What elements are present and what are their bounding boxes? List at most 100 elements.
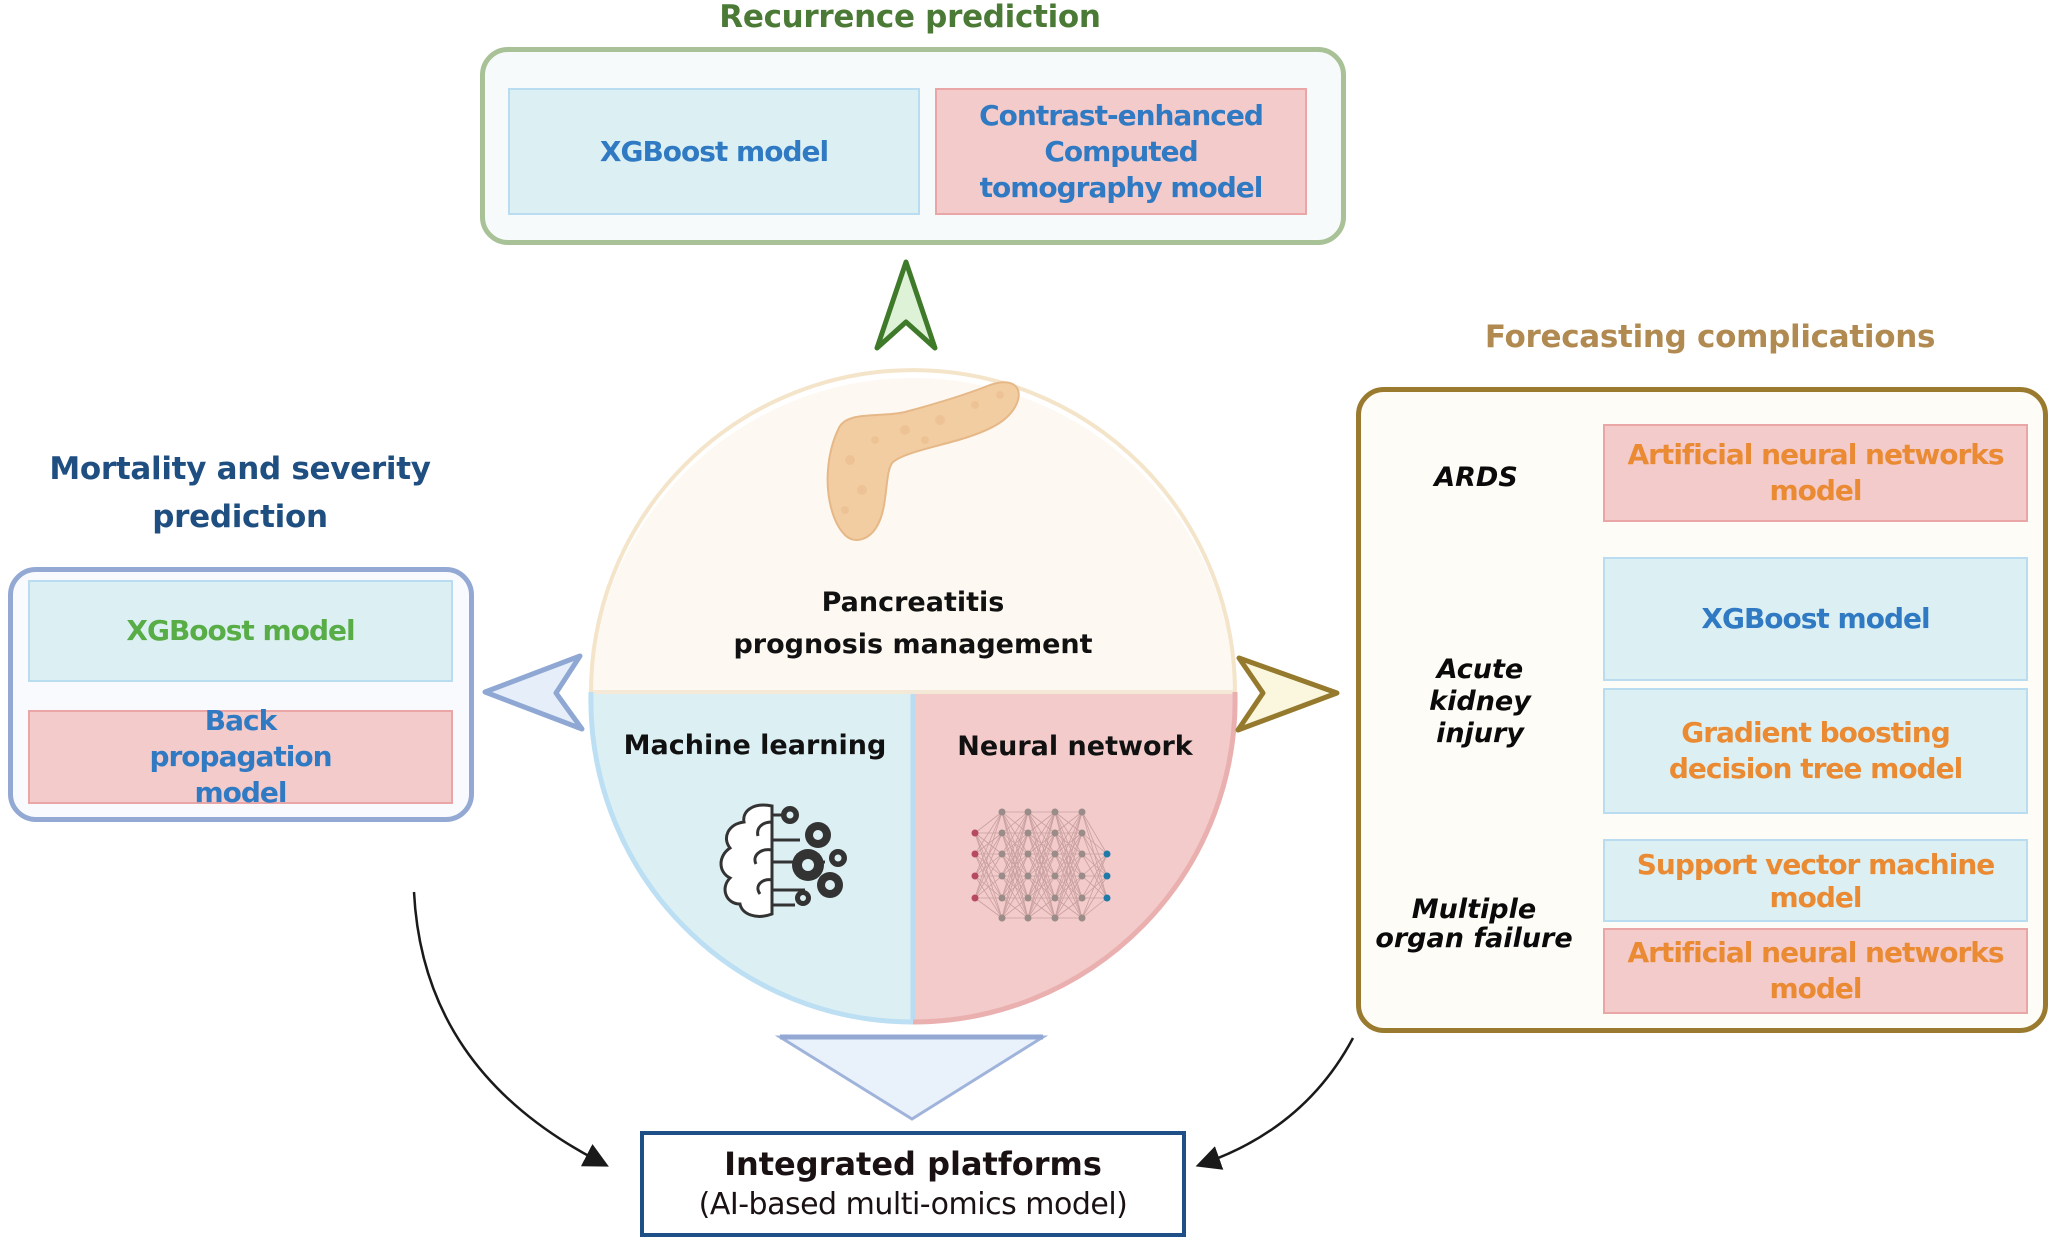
nn-edge xyxy=(1027,875,1056,919)
nn-edge xyxy=(1001,811,1029,899)
condition-acute-kidney-injury: Acute kidney injury xyxy=(1429,654,1531,749)
nn-node xyxy=(1078,914,1086,922)
nn-node xyxy=(998,850,1006,858)
nn-edge xyxy=(1081,811,1108,855)
integrated-title: Integrated platforms xyxy=(724,1145,1102,1183)
nn-edge xyxy=(1081,832,1108,855)
nn-node xyxy=(1103,894,1111,902)
nn-edge xyxy=(1027,811,1056,899)
nn-node xyxy=(1078,850,1086,858)
nn-edge xyxy=(1001,853,1029,919)
nn-edge xyxy=(974,811,1003,877)
brain-gears-icon xyxy=(719,803,847,918)
nn-node xyxy=(1024,872,1032,880)
condition-ards: ARDS xyxy=(1434,462,1518,493)
mortality-heading: Mortality and severity prediction xyxy=(20,445,460,541)
nn-node xyxy=(1103,872,1111,880)
nn-edge xyxy=(1054,875,1083,919)
nn-edge xyxy=(1027,897,1056,919)
mortality-heading-line2: prediction xyxy=(152,499,328,535)
nn-edge xyxy=(1027,811,1056,919)
neural-network-label: Neural network xyxy=(957,731,1193,762)
neural-network-icon xyxy=(971,808,1111,922)
nn-node xyxy=(1024,829,1032,837)
recurrence-heading: Recurrence prediction xyxy=(719,0,1101,35)
nn-node xyxy=(1051,850,1059,858)
nn-edge xyxy=(1001,811,1029,877)
recurrence-panel: XGBoost model Contrast-enhanced Computed… xyxy=(480,47,1346,245)
nn-node xyxy=(998,894,1006,902)
curve-arrow-right xyxy=(1195,1037,1355,1170)
integrated-platforms-box: Integrated platforms (AI-based multi-omi… xyxy=(640,1131,1186,1237)
nn-node xyxy=(1078,872,1086,880)
nn-edge xyxy=(974,811,1003,834)
nn-edge xyxy=(1054,811,1083,919)
integrated-subtitle: (AI-based multi-omics model) xyxy=(698,1187,1128,1222)
mortality-heading-line1: Mortality and severity xyxy=(49,451,431,487)
nn-node xyxy=(971,850,979,858)
nn-node xyxy=(971,872,979,880)
nn-node xyxy=(998,808,1006,816)
nn-node xyxy=(1078,829,1086,837)
nn-edge xyxy=(1054,853,1083,919)
nn-edge xyxy=(1081,897,1108,919)
arrow-right-complications xyxy=(1235,655,1340,733)
nn-edge xyxy=(974,811,1003,899)
nn-edge xyxy=(1054,811,1083,877)
nn-node xyxy=(1024,914,1032,922)
nn-node xyxy=(998,914,1006,922)
center-title-line1: Pancreatitis xyxy=(821,587,1005,618)
nn-edge xyxy=(1027,811,1056,877)
mortality-panel: XGBoost model Back propagation model xyxy=(8,567,474,822)
mof-ann-model: Artificial neural networks model xyxy=(1603,928,2028,1014)
nn-edge xyxy=(1001,832,1029,919)
nn-edge xyxy=(1001,811,1029,834)
nn-edge xyxy=(974,897,1003,919)
arrow-down-integrated xyxy=(774,1035,1049,1121)
nn-node xyxy=(1103,850,1111,858)
arrow-left-mortality xyxy=(482,653,585,732)
nn-edge xyxy=(974,832,1003,899)
nn-edge xyxy=(1001,811,1029,919)
complications-panel: ARDS Acute kidney injury Multiple organ … xyxy=(1356,387,2048,1033)
nn-edge xyxy=(1001,897,1029,919)
nn-node xyxy=(1078,808,1086,816)
aki-xgboost-model: XGBoost model xyxy=(1603,557,2028,681)
nn-node xyxy=(1051,894,1059,902)
mof-svm-model: Support vector machine model xyxy=(1603,839,2028,922)
nn-edge xyxy=(1081,875,1108,919)
center-title-line2: prognosis management xyxy=(733,629,1093,660)
ards-ann-model: Artificial neural networks model xyxy=(1603,424,2028,522)
nn-edge xyxy=(974,875,1003,899)
nn-node xyxy=(1051,808,1059,816)
mortality-xgboost-model: XGBoost model xyxy=(28,580,453,682)
nn-node xyxy=(998,872,1006,880)
nn-node xyxy=(1024,894,1032,902)
nn-edge xyxy=(1054,897,1083,919)
condition-multiple-organ-failure: Multiple organ failure xyxy=(1375,894,1573,954)
nn-edge xyxy=(1081,853,1108,877)
nn-node xyxy=(1024,808,1032,816)
curve-arrow-left xyxy=(412,891,609,1167)
nn-node xyxy=(1051,914,1059,922)
nn-node xyxy=(1078,894,1086,902)
nn-edge xyxy=(1054,832,1083,919)
nn-edge xyxy=(1054,811,1083,855)
arrow-up-recurrence xyxy=(874,259,938,351)
nn-edge xyxy=(974,811,1003,855)
nn-node xyxy=(1024,850,1032,858)
nn-node xyxy=(1051,872,1059,880)
nn-edge xyxy=(1054,811,1083,834)
mortality-backprop-model: Back propagation model xyxy=(28,704,453,809)
nn-node xyxy=(971,894,979,902)
nn-edge xyxy=(1027,811,1056,834)
nn-edge xyxy=(1001,811,1029,855)
nn-edge xyxy=(1027,811,1056,855)
center-title: Pancreatitis prognosis management xyxy=(713,582,1113,666)
nn-node xyxy=(1051,829,1059,837)
nn-edge xyxy=(1054,811,1083,899)
nn-edge xyxy=(1081,832,1108,877)
nn-edge xyxy=(1081,853,1108,919)
aki-gbdt-model: Gradient boosting decision tree model xyxy=(1603,688,2028,814)
